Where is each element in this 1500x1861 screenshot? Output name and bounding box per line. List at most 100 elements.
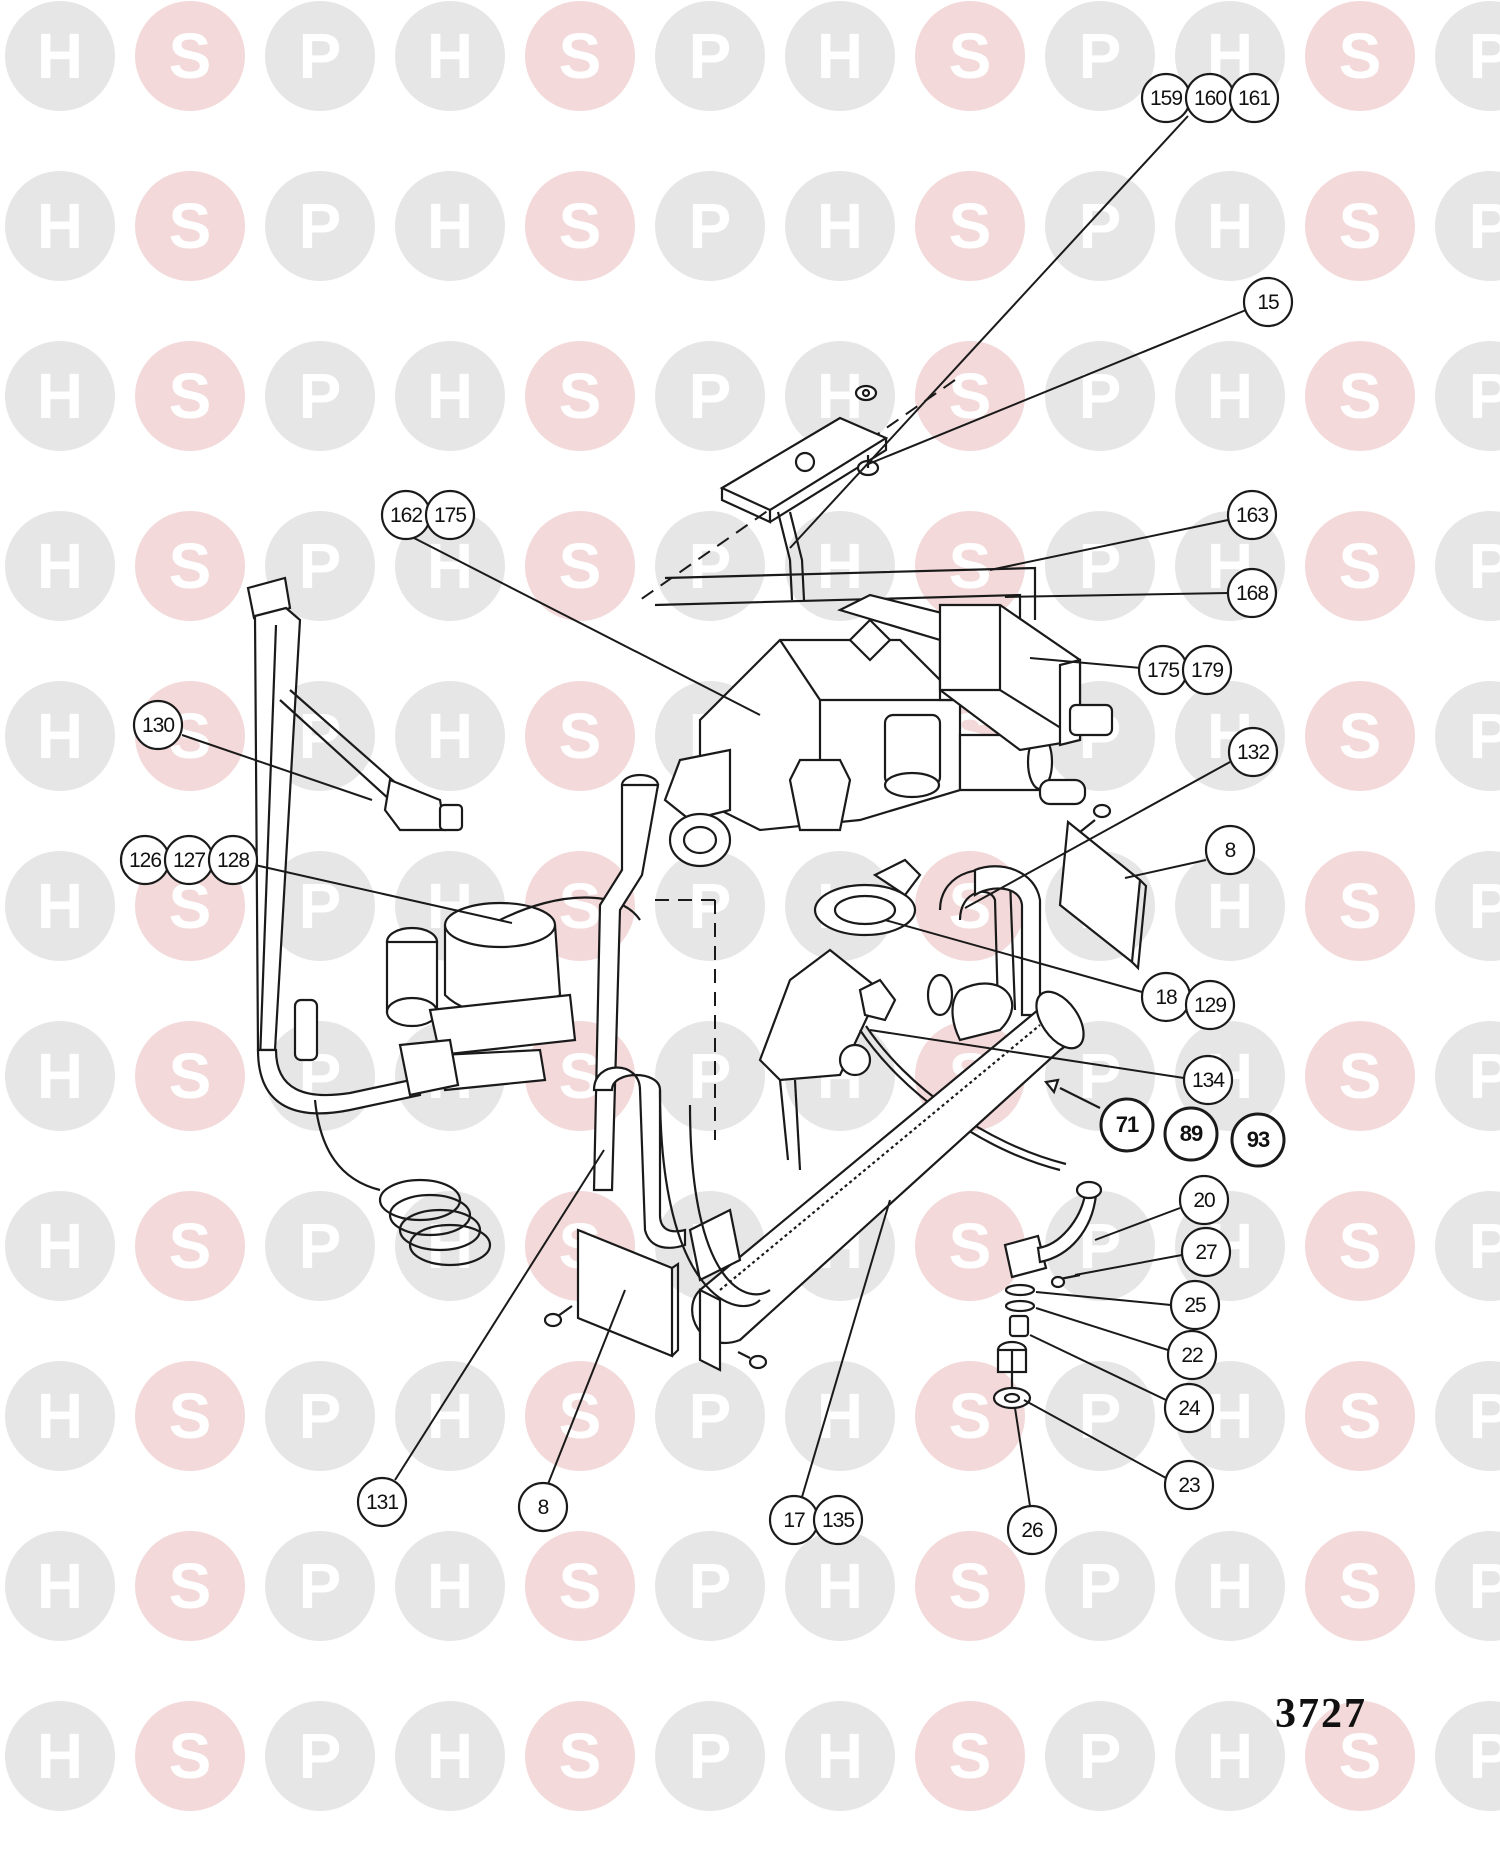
- watermark-badge: P: [265, 1531, 375, 1641]
- callout-label: 24: [1178, 1397, 1201, 1420]
- svg-text:S: S: [169, 190, 212, 262]
- svg-text:H: H: [427, 530, 473, 602]
- watermark-badge: S: [915, 1361, 1025, 1471]
- watermark-badge: P: [655, 1021, 765, 1131]
- watermark-badge: S: [1305, 1361, 1415, 1471]
- svg-text:S: S: [949, 1210, 992, 1282]
- burner-feed-pipe: [592, 773, 687, 1249]
- callout-89: 89: [1163, 1106, 1219, 1162]
- callout-label: 89: [1180, 1121, 1203, 1146]
- svg-text:S: S: [1339, 1720, 1382, 1792]
- watermark-badge: S: [525, 681, 635, 791]
- callout-label: 132: [1237, 741, 1269, 764]
- callout-126: 126: [119, 834, 171, 886]
- callout-label: 22: [1181, 1344, 1203, 1367]
- leader-line-132: [964, 761, 1231, 909]
- watermark-badge: P: [655, 171, 765, 281]
- leader-line-175b: [1029, 657, 1142, 669]
- watermark-badge: H: [395, 681, 505, 791]
- callout-label: 175: [1147, 659, 1179, 682]
- callout-128: 128: [207, 834, 259, 886]
- leader-line-27: [1074, 1254, 1183, 1276]
- svg-text:S: S: [559, 1550, 602, 1622]
- watermark-badge: H: [785, 1, 895, 111]
- leader-line-163: [989, 519, 1229, 571]
- watermark-badge: H: [5, 511, 115, 621]
- ignition-unit: [758, 858, 954, 1171]
- callout-160: 160: [1184, 72, 1236, 124]
- watermark-badge: P: [1045, 1361, 1155, 1471]
- svg-text:P: P: [299, 530, 342, 602]
- callout-label: 135: [822, 1509, 854, 1532]
- svg-text:S: S: [1339, 360, 1382, 432]
- svg-text:H: H: [37, 700, 83, 772]
- watermark-badge: H: [5, 1701, 115, 1811]
- callout-163: 163: [1226, 489, 1278, 541]
- callout-135: 135: [812, 1494, 864, 1546]
- watermark-badge: H: [395, 1361, 505, 1471]
- callout-label: 162: [390, 504, 422, 527]
- callout-175b: 175: [1137, 644, 1189, 696]
- callout-17: 17: [768, 1494, 820, 1546]
- watermark-badge: S: [915, 1531, 1025, 1641]
- svg-text:P: P: [1079, 1720, 1122, 1792]
- watermark-badge: S: [915, 1701, 1025, 1811]
- leader-line-168: [1004, 592, 1229, 598]
- callout-175a: 175: [424, 489, 476, 541]
- callout-8a: 8: [1204, 824, 1256, 876]
- watermark-badge: S: [525, 1701, 635, 1811]
- svg-text:P: P: [689, 870, 732, 942]
- svg-text:P: P: [1469, 530, 1500, 602]
- svg-text:H: H: [37, 1720, 83, 1792]
- svg-text:S: S: [169, 20, 212, 92]
- watermark-badge: P: [1045, 1, 1155, 111]
- callout-label: 159: [1150, 87, 1182, 110]
- svg-text:H: H: [37, 1040, 83, 1112]
- svg-text:P: P: [1469, 700, 1500, 772]
- watermark-badge: P: [1435, 681, 1500, 791]
- watermark-badge: P: [655, 1531, 765, 1641]
- watermark-badge: S: [915, 1, 1025, 111]
- watermark-badge: H: [395, 171, 505, 281]
- watermark-badge: S: [525, 341, 635, 451]
- watermark-badge: P: [265, 341, 375, 451]
- watermark-badge: H: [395, 341, 505, 451]
- svg-text:H: H: [817, 1550, 863, 1622]
- callout-label: 179: [1191, 659, 1223, 682]
- svg-text:P: P: [299, 1550, 342, 1622]
- svg-text:H: H: [817, 1720, 863, 1792]
- watermark-badge: H: [5, 851, 115, 961]
- watermark-badge: S: [915, 1191, 1025, 1301]
- svg-text:H: H: [37, 870, 83, 942]
- leader-line-8b: [547, 1289, 626, 1485]
- callout-label: 18: [1155, 986, 1177, 1009]
- watermark-badge: S: [915, 171, 1025, 281]
- callout-label: 128: [217, 849, 249, 872]
- svg-text:H: H: [37, 360, 83, 432]
- callout-127: 127: [163, 834, 215, 886]
- svg-text:P: P: [1079, 530, 1122, 602]
- svg-text:P: P: [1469, 1550, 1500, 1622]
- watermark-badge: H: [5, 1361, 115, 1471]
- o-ring: [1004, 1299, 1036, 1313]
- svg-text:P: P: [689, 1720, 732, 1792]
- watermark-badge: S: [135, 1, 245, 111]
- capillary-tube: [654, 593, 1022, 625]
- heat-exchanger: [658, 982, 1085, 1372]
- svg-text:P: P: [299, 360, 342, 432]
- callout-label: 160: [1194, 87, 1226, 110]
- callout-130: 130: [132, 699, 184, 751]
- solenoid-box: [938, 603, 1114, 752]
- callout-label: 134: [1192, 1069, 1225, 1092]
- svg-text:P: P: [1079, 1380, 1122, 1452]
- svg-text:S: S: [559, 1040, 602, 1112]
- watermark-badge: S: [525, 171, 635, 281]
- callout-label: 161: [1238, 87, 1270, 110]
- svg-text:P: P: [299, 870, 342, 942]
- svg-text:S: S: [949, 190, 992, 262]
- svg-text:H: H: [427, 1550, 473, 1622]
- heat-exchanger-screw: [737, 1351, 768, 1370]
